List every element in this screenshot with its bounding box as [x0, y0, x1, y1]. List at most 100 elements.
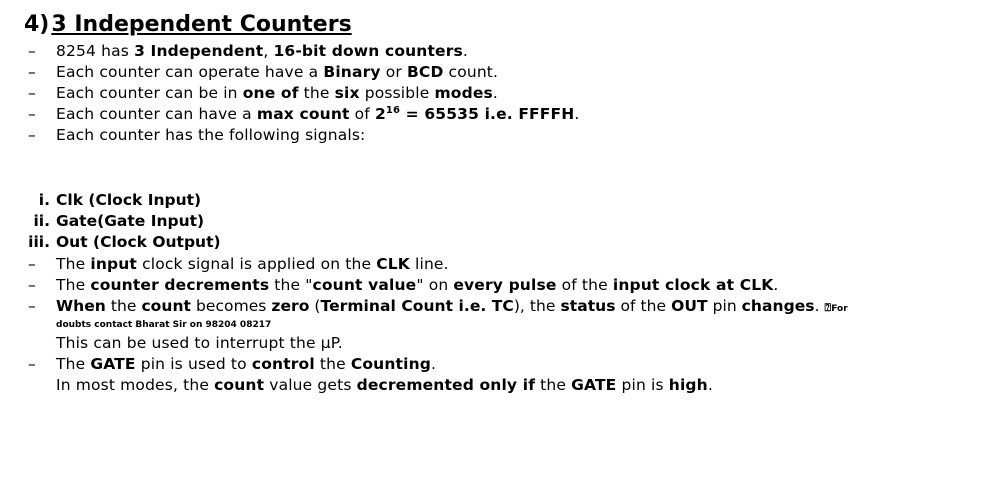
bullet-modes: – Each counter can be in one of the six p… [28, 83, 498, 103]
bold-text: 3 Independent [134, 42, 264, 60]
text: the [535, 376, 572, 394]
bold-text: counter decrements [90, 276, 270, 294]
bold-text: zero [271, 297, 310, 315]
text: count. [443, 63, 499, 81]
text: possible [359, 84, 435, 102]
roman-numeral: i. [38, 191, 50, 209]
signal-item-out: iii. Out (Clock Output) [14, 232, 221, 252]
bold-text: Terminal Count i.e. TC [320, 297, 514, 315]
contact-note: doubts contact Bharat Sir on 98204 08217 [56, 320, 272, 330]
bullet-dash: – [28, 255, 36, 273]
text: ), the [513, 297, 561, 315]
text: . [574, 105, 580, 123]
text: . [814, 297, 825, 315]
bold-text: control [251, 355, 315, 373]
section-heading: 4)3 Independent Counters [24, 12, 352, 38]
bold-text: count [141, 297, 192, 315]
text: the [298, 84, 335, 102]
text: becomes [191, 297, 272, 315]
text: Each counter can operate have a [56, 63, 324, 81]
bold-text: GATE [90, 355, 136, 373]
bold-text: every pulse [453, 276, 557, 294]
bold-text: modes [434, 84, 493, 102]
bold-text: 16-bit down counters [273, 42, 463, 60]
section-title: 3 Independent Counters [51, 12, 352, 37]
text: the [105, 297, 142, 315]
interrupt-line: This can be used to interrupt the µP. [56, 334, 343, 352]
bold-text: Binary [323, 63, 381, 81]
text: clock signal is applied on the [137, 255, 377, 273]
text: The [56, 276, 91, 294]
bold-text: high [668, 376, 708, 394]
text: . [431, 355, 437, 373]
signal-item-gate: ii. Gate(Gate Input) [14, 211, 204, 231]
text: ( [309, 297, 321, 315]
bold-text: GATE [571, 376, 617, 394]
bold-text: When [56, 297, 106, 315]
bullet-dash: – [28, 297, 36, 315]
text: The [56, 355, 91, 373]
bullet-terminal-count: – When the count becomes zero (Terminal C… [28, 296, 848, 319]
bold-text: six [334, 84, 360, 102]
text: Each counter has the following signals: [56, 126, 366, 144]
signal-label: Gate(Gate Input) [56, 212, 205, 230]
text: the " [269, 276, 313, 294]
text: pin is [616, 376, 669, 394]
bullet-dash: – [28, 355, 36, 373]
bullet-binary-bcd: –Each counter can operate have a Binary … [28, 62, 498, 82]
bold-text: CLK [376, 255, 410, 273]
signal-label: Out (Clock Output) [56, 233, 221, 251]
small-note-text: For [831, 304, 848, 314]
section-number: 4) [24, 12, 50, 37]
text: . [707, 376, 713, 394]
text: Each counter can be in [56, 84, 243, 102]
text: pin is used to [135, 355, 252, 373]
bullet-dash: – [28, 126, 36, 144]
roman-numeral: iii. [28, 233, 50, 251]
bold-text: count value [312, 276, 417, 294]
text: the [314, 355, 351, 373]
missing-glyph-icon: ⍰ [824, 301, 832, 314]
bold-text: max count [256, 105, 350, 123]
text: value gets [264, 376, 357, 394]
bold-text: input [90, 255, 137, 273]
bullet-gate-control: – The GATE pin is used to control the Cou… [28, 354, 436, 374]
text: 8254 has [56, 42, 135, 60]
text: In most modes, the [56, 376, 215, 394]
superscript-exponent: 16 [385, 104, 401, 116]
text: of the [556, 276, 613, 294]
bold-text: decremented only if [356, 376, 536, 394]
text: Each counter can have a [56, 105, 257, 123]
text: . [492, 84, 498, 102]
bullet-dash: – [28, 42, 36, 60]
bold-text: = 65535 i.e. FFFFH [400, 105, 575, 123]
bullet-signals-intro: – Each counter has the following signals: [28, 125, 365, 145]
text: of the [615, 297, 672, 315]
signal-item-clk: i. Clk (Clock Input) [14, 190, 201, 210]
bullet-dash: – [28, 63, 36, 81]
roman-numeral: ii. [33, 212, 50, 230]
bold-text: one of [242, 84, 299, 102]
text: pin [707, 297, 742, 315]
bullet-counter-decrements: – The counter decrements the "count value… [28, 275, 779, 295]
bold-text: Counting [350, 355, 432, 373]
bullet-dash: – [28, 84, 36, 102]
signal-label: Clk (Clock Input) [56, 191, 202, 209]
text: , [263, 42, 274, 60]
bold-text: changes [741, 297, 815, 315]
bullet-max-count: – Each counter can have a max count of 21… [28, 104, 579, 124]
bullet-clk-input: – The input clock signal is applied on th… [28, 254, 449, 274]
text: or [380, 63, 407, 81]
text: . [462, 42, 468, 60]
bold-text: status [560, 297, 616, 315]
bullet-dash: – [28, 105, 36, 123]
bold-text: 2 [374, 105, 386, 123]
text: The [56, 255, 91, 273]
bold-text: input clock at CLK [612, 276, 774, 294]
bullet-dash: – [28, 276, 36, 294]
bold-text: count [214, 376, 265, 394]
text: " on [416, 276, 454, 294]
text: of [349, 105, 375, 123]
bullet-independent-counters: – 8254 has 3 Independent, 16-bit down cou… [28, 41, 468, 61]
